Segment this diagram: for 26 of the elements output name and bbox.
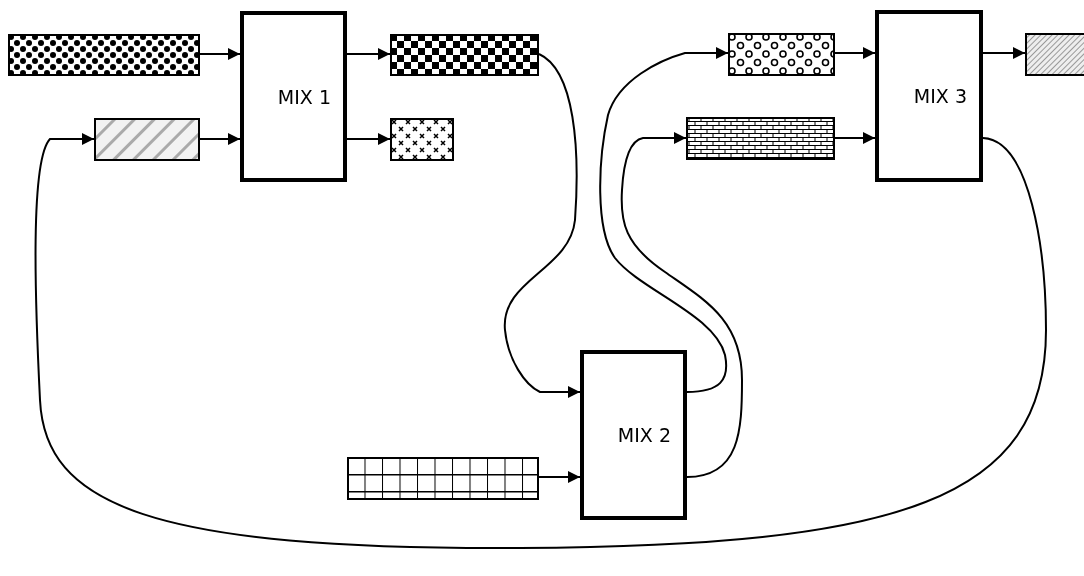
mixer-label: MIX 3 (913, 85, 967, 107)
arrow (34, 133, 1047, 549)
patterned-bar (94, 118, 200, 161)
mixer-label: MIX 1 (277, 85, 331, 108)
arrow (834, 47, 876, 59)
arrow (346, 133, 391, 145)
mixer-box (875, 10, 983, 182)
arrow (504, 53, 581, 398)
arrow (620, 132, 743, 478)
patterned-bar (390, 118, 454, 161)
arrow (346, 48, 391, 60)
patterned-bar (1025, 33, 1084, 76)
patterned-bar (686, 117, 835, 160)
patterned-bar (390, 34, 539, 76)
arrow (599, 47, 729, 393)
arrow (199, 48, 241, 60)
arrow (199, 133, 241, 145)
mixer-box (240, 11, 347, 182)
arrow (834, 132, 876, 144)
mixer-label: MIX 2 (617, 424, 671, 446)
patterned-bar (347, 457, 539, 500)
patterned-bar (728, 33, 835, 76)
arrow (538, 471, 581, 483)
patterned-bar (8, 34, 200, 76)
mixer-box (580, 350, 687, 520)
arrow (982, 47, 1026, 59)
